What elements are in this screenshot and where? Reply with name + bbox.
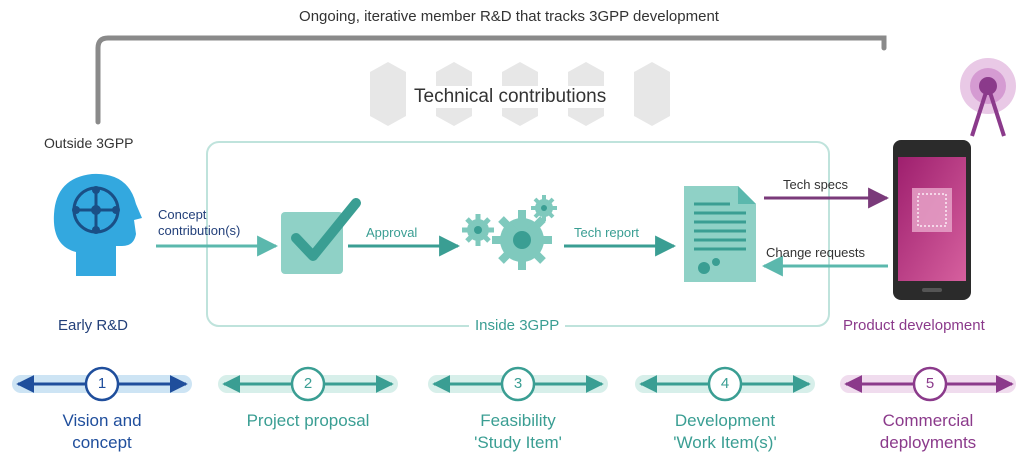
concept-contribution-label-line1: Concept bbox=[158, 207, 207, 222]
document-icon bbox=[684, 186, 756, 282]
timeline-bar-1 bbox=[12, 366, 192, 402]
change-requests-label: Change requests bbox=[766, 245, 866, 260]
approval-label: Approval bbox=[366, 225, 418, 240]
smartphone-icon bbox=[893, 140, 971, 300]
stage-5-title-line2: deployments bbox=[879, 433, 977, 452]
top-note: Ongoing, iterative member R&D that track… bbox=[299, 8, 719, 25]
head-brain-icon bbox=[53, 173, 142, 276]
approval-check-icon bbox=[281, 198, 361, 274]
inside-3gpp-label: Inside 3GPP bbox=[469, 317, 566, 335]
stage-number-5: 5 bbox=[925, 375, 935, 392]
stage-3-title-line2: 'Study Item' bbox=[474, 433, 562, 452]
stage-number-1: 1 bbox=[97, 375, 107, 392]
tech-report-label: Tech report bbox=[574, 225, 640, 240]
gears-icon bbox=[462, 195, 557, 270]
timeline-bar-5 bbox=[840, 366, 1016, 402]
product-development-label: Product development bbox=[843, 317, 985, 334]
stage-4-title-line1: Development bbox=[674, 411, 776, 430]
hexagon-1 bbox=[370, 62, 406, 126]
stage-1-title-line1: Vision and bbox=[62, 411, 142, 430]
stage-4-title-line2: 'Work Item(s)' bbox=[673, 433, 777, 452]
timeline-bar-3 bbox=[428, 366, 608, 402]
hexagon-5 bbox=[634, 62, 670, 126]
outside-3gpp-label: Outside 3GPP bbox=[44, 135, 134, 151]
stage-2-title: Project proposal bbox=[246, 411, 370, 430]
stage-3-title-line1: Feasibility bbox=[480, 411, 556, 430]
timeline-bar-2 bbox=[218, 366, 398, 402]
concept-contribution-label-line2: contribution(s) bbox=[158, 223, 241, 238]
signal-tower-icon bbox=[960, 58, 1016, 137]
stage-1-title-line2: concept bbox=[72, 433, 132, 452]
stage-number-4: 4 bbox=[720, 375, 730, 392]
tech-specs-label: Tech specs bbox=[783, 177, 849, 192]
outer-loop-line bbox=[95, 35, 887, 125]
stage-number-2: 2 bbox=[303, 375, 313, 392]
stage-number-3: 3 bbox=[513, 375, 523, 392]
timeline-bar-4 bbox=[635, 366, 815, 402]
early-rd-label: Early R&D bbox=[58, 317, 129, 334]
technical-contributions-label: Technical contributions bbox=[410, 86, 611, 108]
stage-5-title-line1: Commercial bbox=[882, 411, 974, 430]
